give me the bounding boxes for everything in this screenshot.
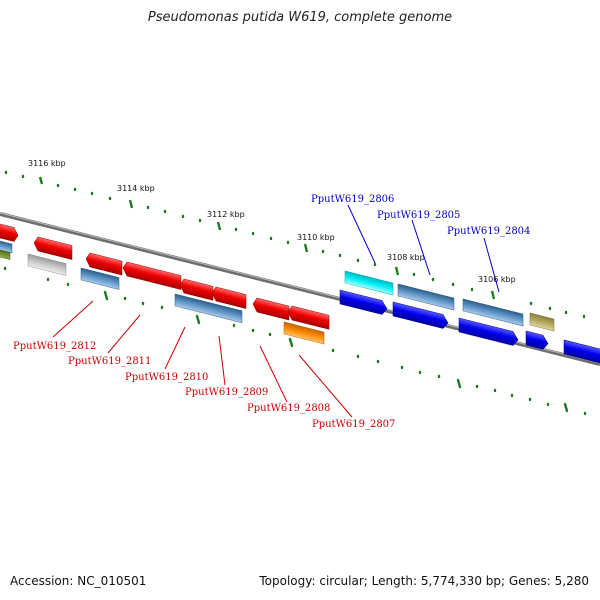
gene-feature[interactable] (339, 289, 388, 316)
label-leaders (52, 204, 500, 418)
gene-feature[interactable] (33, 236, 73, 260)
gene-feature[interactable] (392, 301, 449, 330)
gene-feature[interactable] (0, 248, 11, 260)
gene-label[interactable]: PputW619_2805 (377, 210, 460, 221)
gene-track-upper (0, 222, 330, 330)
gene-feature[interactable] (211, 286, 247, 309)
scale-track-lower (3, 266, 587, 416)
gene-feature[interactable] (525, 330, 549, 351)
gene-label[interactable]: PputW619_2811 (68, 356, 151, 367)
gene-feature[interactable] (0, 222, 19, 243)
map-title: Pseudomonas putida W619, complete genome (147, 10, 453, 25)
gene-feature[interactable] (179, 278, 214, 301)
scale-label: 3108 kbp (387, 253, 425, 262)
gene-feature[interactable] (174, 293, 243, 324)
gene-feature[interactable] (287, 305, 330, 330)
gene-feature[interactable] (283, 321, 325, 345)
scale-track-upper: 3116 kbp 3114 kbp 3112 kbp 3110 kbp 3108… (4, 159, 586, 319)
scale-dots-upper (4, 170, 586, 319)
accession-text: Accession: NC_010501 (10, 574, 147, 588)
scale-label: 3116 kbp (28, 159, 66, 168)
gene-feature[interactable] (27, 253, 67, 276)
gene-feature[interactable] (563, 339, 600, 365)
gene-label[interactable]: PputW619_2806 (311, 194, 394, 205)
gene-feature[interactable] (344, 270, 394, 296)
gene-label[interactable]: PputW619_2812 (13, 341, 96, 352)
scale-major-ticks-upper (38, 176, 496, 300)
gene-feature[interactable] (397, 283, 455, 311)
gene-feature[interactable] (458, 317, 519, 347)
scale-label: 3112 kbp (207, 210, 245, 219)
gene-feature[interactable] (122, 261, 182, 290)
gene-label[interactable]: PputW619_2808 (247, 403, 330, 414)
gene-label[interactable]: PputW619_2804 (447, 226, 530, 237)
genome-summary-text: Topology: circular; Length: 5,774,330 bp… (259, 574, 589, 588)
gene-label[interactable]: PputW619_2810 (125, 372, 208, 383)
gene-feature[interactable] (80, 267, 120, 290)
gene-feature[interactable] (462, 298, 524, 327)
scale-label: 3106 kbp (478, 275, 516, 284)
gene-track-forward (344, 270, 555, 332)
gene-label[interactable]: PputW619_2809 (185, 387, 268, 398)
scale-label: 3110 kbp (297, 233, 335, 242)
scale-label: 3114 kbp (117, 184, 155, 193)
gene-track-blue (339, 289, 600, 365)
gene-track-reverse (0, 239, 325, 345)
gene-feature[interactable] (529, 312, 555, 332)
gene-feature[interactable] (252, 297, 290, 321)
gene-feature[interactable] (85, 252, 123, 276)
gene-label[interactable]: PputW619_2807 (312, 419, 395, 430)
